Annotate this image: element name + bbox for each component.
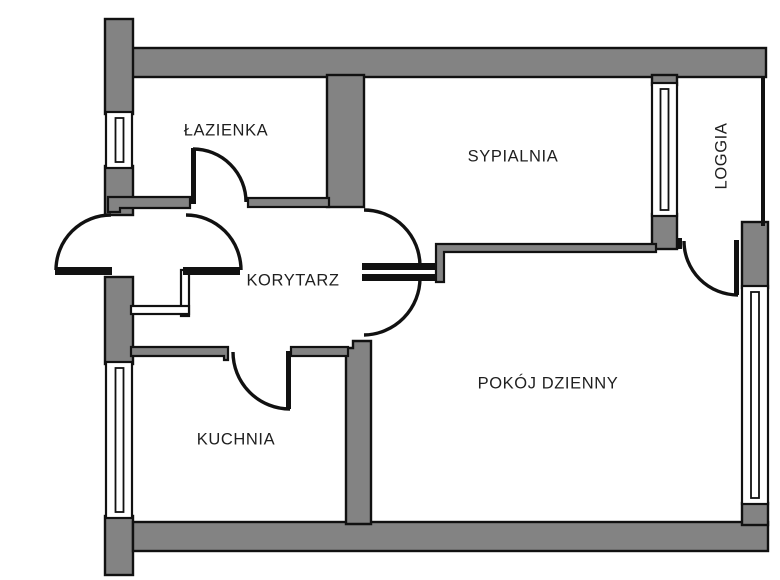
entrance-door-leaf-right	[183, 267, 240, 275]
entrance-door-arc-right	[185, 213, 243, 271]
bedroom-door-leaf	[362, 263, 436, 270]
living-room-door-leaf	[362, 274, 436, 281]
wall-kitchen-top-right	[289, 345, 350, 358]
entrance-door-arc-left	[54, 213, 112, 271]
wall-kitchen-top-left	[129, 345, 230, 362]
room-label-bedroom: SYPIALNIA	[467, 147, 559, 166]
wall-bathroom-bottom-right	[246, 196, 331, 209]
wall-left-mid-lower	[103, 275, 135, 366]
window-kitchen	[104, 360, 134, 520]
living-room-door-arc	[363, 277, 422, 337]
wall-bathroom-bottom-left	[106, 195, 192, 214]
room-label-corridor: KORYTARZ	[246, 271, 340, 290]
pier-right-bottom	[740, 501, 770, 527]
wall-left-upper	[103, 17, 135, 116]
window-living-room	[740, 284, 770, 506]
kitchen-door-leaf	[286, 351, 291, 409]
window-bathroom	[104, 110, 134, 170]
room-label-kitchen: KUCHNIA	[196, 430, 276, 449]
loggia-door-arc	[682, 240, 739, 297]
kitchen-door-arc	[231, 351, 291, 411]
wall-kitchen-living	[344, 339, 373, 526]
room-label-loggia: LOGGIA	[712, 122, 731, 190]
loggia-door-jamb	[678, 238, 682, 249]
wall-bottom-exterior	[131, 520, 770, 553]
window-bedroom-loggia	[650, 81, 679, 218]
wall-loggia-outer	[761, 76, 765, 226]
entrance-door-leaf-left	[55, 267, 112, 275]
loggia-door-leaf	[734, 240, 739, 295]
room-label-living-room: POKÓJ DZIENNY	[477, 374, 619, 393]
bathroom-door-arc	[192, 147, 248, 203]
room-label-bathroom: ŁAZIENKA	[183, 121, 269, 140]
wall-left-bottom-corner	[103, 514, 135, 577]
wall-bathroom-bedroom	[325, 73, 366, 209]
wall-bedroom-bottom	[434, 242, 658, 284]
wall-top-exterior	[129, 46, 768, 79]
bathroom-door-leaf	[191, 148, 196, 204]
wall-closet-horizontal	[129, 304, 191, 316]
bedroom-door-arc	[363, 208, 422, 267]
pier-right-loggia	[740, 220, 770, 290]
